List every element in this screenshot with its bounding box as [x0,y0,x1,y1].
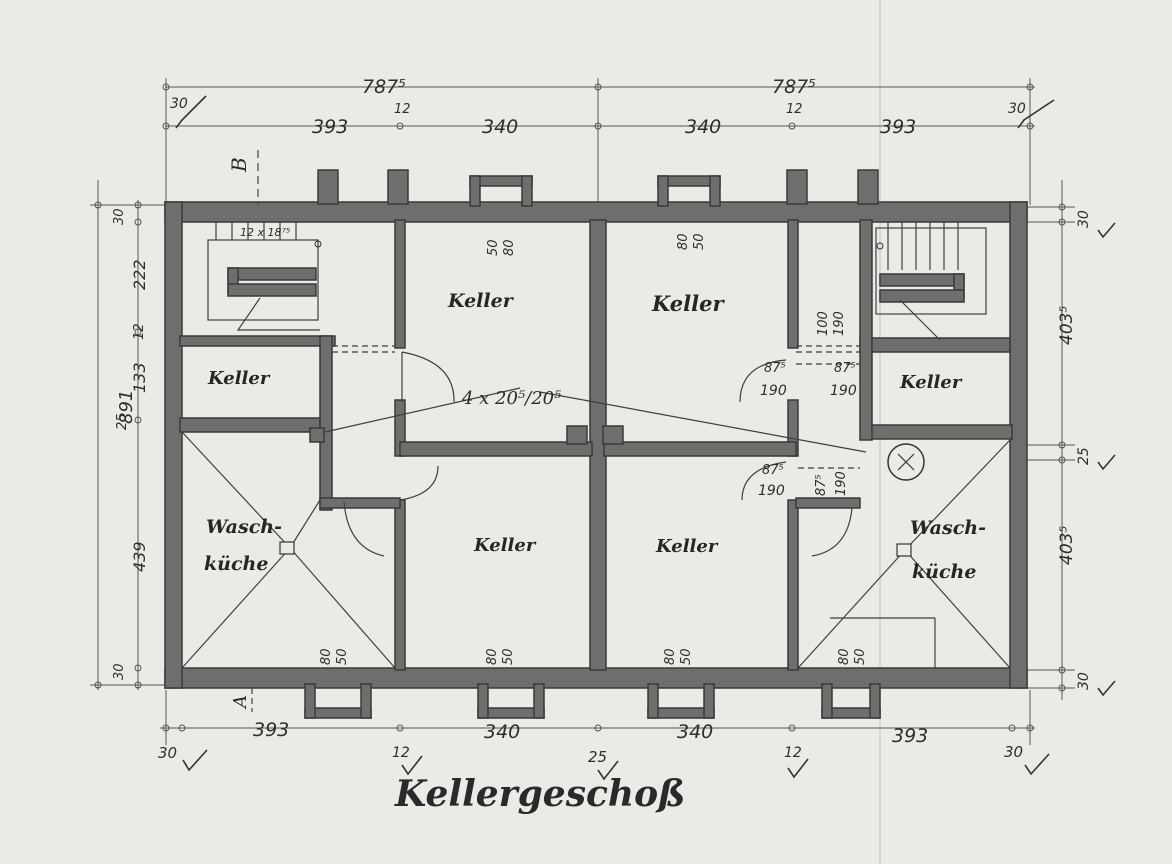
svg-text:50: 50 [692,233,707,250]
dim-bottom-small-1: 12 [392,745,410,761]
svg-text:80: 80 [502,239,517,256]
dim-top-2: 12 [394,102,411,117]
bottom-dimensions [160,690,1035,745]
dim-left-4: 25 [115,413,130,430]
svg-text:50: 50 [853,648,868,665]
dim-right-1: 403⁵ [1057,306,1077,345]
dim-bottom-small-0: 30 [158,744,177,762]
plan-title: Kellergeschoß [394,773,685,815]
dim-left-1: 222 [130,259,149,290]
check-marks [175,95,1116,781]
section-lines [251,150,867,712]
room-label-keller-top-right: Keller [651,291,725,316]
dim-left-0: 30 [112,208,127,225]
dim-left-5: 439 [130,541,149,572]
dim-bottom-0: 393 [253,719,289,741]
svg-text:100: 100 [816,311,831,336]
room-label-waschkueche-left-2: küche [204,553,268,575]
section-marker-a: A [230,695,251,710]
svg-text:50: 50 [501,648,516,665]
dim-left-6: 30 [112,663,127,680]
dim-top-0: 30 [170,96,188,112]
door-swings [332,345,860,557]
stair-label: 12 x 18⁷⁵ [240,226,290,239]
dim-right-0: 30 [1076,210,1092,228]
dim-bottom-small-2: 25 [588,748,607,766]
svg-text:87⁵: 87⁵ [762,463,784,478]
svg-text:80: 80 [319,648,334,665]
center-stair-label: 4 x 20⁵/20⁵ [461,388,561,409]
dim-left-total: 891 [116,390,137,424]
left-dimensions [90,180,170,690]
room-label-keller-top-left: Keller [447,290,515,312]
svg-text:80: 80 [837,648,852,665]
room-label-keller-small-right: Keller [899,372,963,393]
dim-right-4: 30 [1076,672,1092,690]
room-label-keller-bottom-left: Keller [473,535,537,556]
waschkueche-diagonals [181,431,1011,669]
svg-text:190: 190 [758,483,785,499]
dim-top-7: 30 [1008,101,1026,117]
svg-text:87⁵: 87⁵ [834,361,856,376]
svg-text:87⁵: 87⁵ [814,474,829,496]
right-dimensions [1025,180,1075,700]
dim-bottom-1: 340 [484,721,520,743]
boiler-symbol [887,443,925,481]
dim-top-3: 340 [482,116,518,138]
room-label-keller-bottom-right: Keller [655,536,719,557]
room-label-waschkueche-right-2: küche [912,561,976,583]
svg-text:190: 190 [760,383,787,399]
dim-top-4: 340 [685,116,721,138]
svg-text:87⁵: 87⁵ [764,361,786,376]
svg-text:190: 190 [830,383,857,399]
svg-text:190: 190 [834,471,849,496]
svg-text:80: 80 [676,233,691,250]
window-labels: 50 80 80 50 80 50 80 50 80 50 80 50 [319,233,868,665]
room-label-keller-small-left: Keller [207,368,271,389]
dim-bottom-2: 340 [677,721,713,743]
svg-text:50: 50 [335,648,350,665]
inner-walls [179,219,1013,671]
door-labels: 87⁵ 190 87⁵ 190 87⁵ 190 100 190 87⁵ 190 [758,311,857,499]
dim-right-2: 25 [1076,447,1092,465]
stair-left [207,222,322,331]
dim-top-6: 393 [880,116,916,138]
svg-text:50: 50 [486,239,501,256]
svg-text:190: 190 [832,311,847,336]
dim-bottom-small-3: 12 [784,745,802,761]
dim-left-3: 133 [130,362,149,393]
dim-bottom-3: 393 [892,725,928,747]
dim-top-1: 393 [312,116,348,138]
dim-bottom-small-4: 30 [1004,743,1023,761]
room-label-waschkueche-right-1: Wasch- [910,517,986,539]
dim-right-3: 403⁵ [1057,526,1077,565]
dim-top-5: 12 [786,102,803,117]
dim-left-2: 12 [132,323,147,340]
svg-text:50: 50 [679,648,694,665]
section-marker-b: B [227,157,251,173]
stair-right [875,222,987,341]
svg-text:80: 80 [663,648,678,665]
top-dimensions [162,78,1035,205]
outer-walls [164,169,1028,719]
svg-text:80: 80 [485,648,500,665]
dim-top-total-left: 787⁵ [362,76,406,98]
room-label-waschkueche-left-1: Wasch- [206,516,282,538]
dim-top-total-right: 787⁵ [772,76,816,98]
